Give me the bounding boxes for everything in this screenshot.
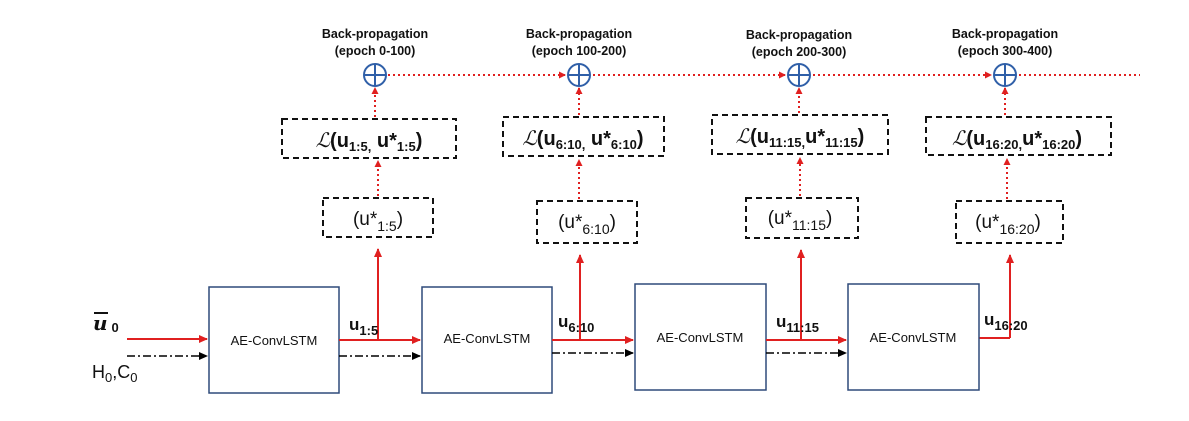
stage-2: Back-propagation (epoch 100-200) ℒ(u6:10… [421, 27, 665, 394]
prediction-label-1: (u*1:5) [353, 209, 403, 234]
ae-convlstm-box-2 [421, 286, 553, 394]
prediction-box-3 [745, 197, 859, 239]
sum-node-1 [363, 63, 387, 87]
prediction-label-4: (u*16:20) [975, 212, 1041, 237]
h0-c0-label: H0,C0 [92, 362, 137, 385]
backprop-epoch-1: (epoch 0-100) [335, 44, 416, 58]
output-label-3: u11:15 [776, 312, 819, 335]
backprop-title-3: Back-propagation [746, 28, 852, 42]
ae-convlstm-label-4: AE-ConvLSTM [870, 330, 957, 345]
ae-convlstm-box-3 [634, 283, 767, 391]
prediction-box-1 [322, 197, 434, 238]
stage-4: Back-propagation (epoch 300-400) ℒ(u16:2… [847, 27, 1112, 391]
loss-expression-2: ℒ(u6:10, u*6:10) [522, 126, 643, 152]
loss-expression-4: ℒ(u16:20,u*16:20) [952, 126, 1082, 152]
sum-node-3 [787, 63, 811, 87]
backprop-epoch-2: (epoch 100-200) [532, 44, 626, 58]
sum-node-2 [567, 63, 591, 87]
backprop-title-1: Back-propagation [322, 27, 428, 41]
stage-3: Back-propagation (epoch 200-300) ℒ(u11:1… [634, 28, 889, 391]
ae-convlstm-label-1: AE-ConvLSTM [231, 333, 318, 348]
ae-convlstm-label-3: AE-ConvLSTM [657, 330, 744, 345]
ae-convlstm-box-1 [208, 286, 340, 394]
output-label-2: u6:10 [558, 312, 594, 335]
backprop-epoch-3: (epoch 200-300) [752, 45, 846, 59]
backprop-title-4: Back-propagation [952, 27, 1058, 41]
ae-convlstm-label-2: AE-ConvLSTM [444, 331, 531, 346]
loss-expression-3: ℒ(u11:15,u*11:15) [736, 124, 865, 150]
backprop-title-2: Back-propagation [526, 27, 632, 41]
stage-1: Back-propagation (epoch 0-100) ℒ(u1:5, u… [208, 27, 457, 394]
backprop-epoch-4: (epoch 300-400) [958, 44, 1052, 58]
loss-box-3 [711, 114, 889, 155]
state-arrows [127, 349, 847, 360]
loss-expression-1: ℒ(u1:5, u*1:5) [316, 128, 423, 154]
loss-box-4 [925, 116, 1112, 156]
prediction-box-2 [536, 200, 638, 244]
loss-box-2 [502, 116, 665, 157]
output-label-4: u16:20 [984, 310, 1028, 333]
prediction-label-2: (u*6:10) [558, 212, 616, 237]
output-label-1: u1:5 [349, 315, 378, 338]
prediction-label-3: (u*11:15) [768, 208, 833, 233]
forward-arrows [127, 335, 847, 344]
loss-box-1 [281, 118, 457, 159]
ae-convlstm-box-4 [847, 283, 980, 391]
prediction-box-4 [955, 200, 1064, 244]
sum-node-4 [993, 63, 1017, 87]
